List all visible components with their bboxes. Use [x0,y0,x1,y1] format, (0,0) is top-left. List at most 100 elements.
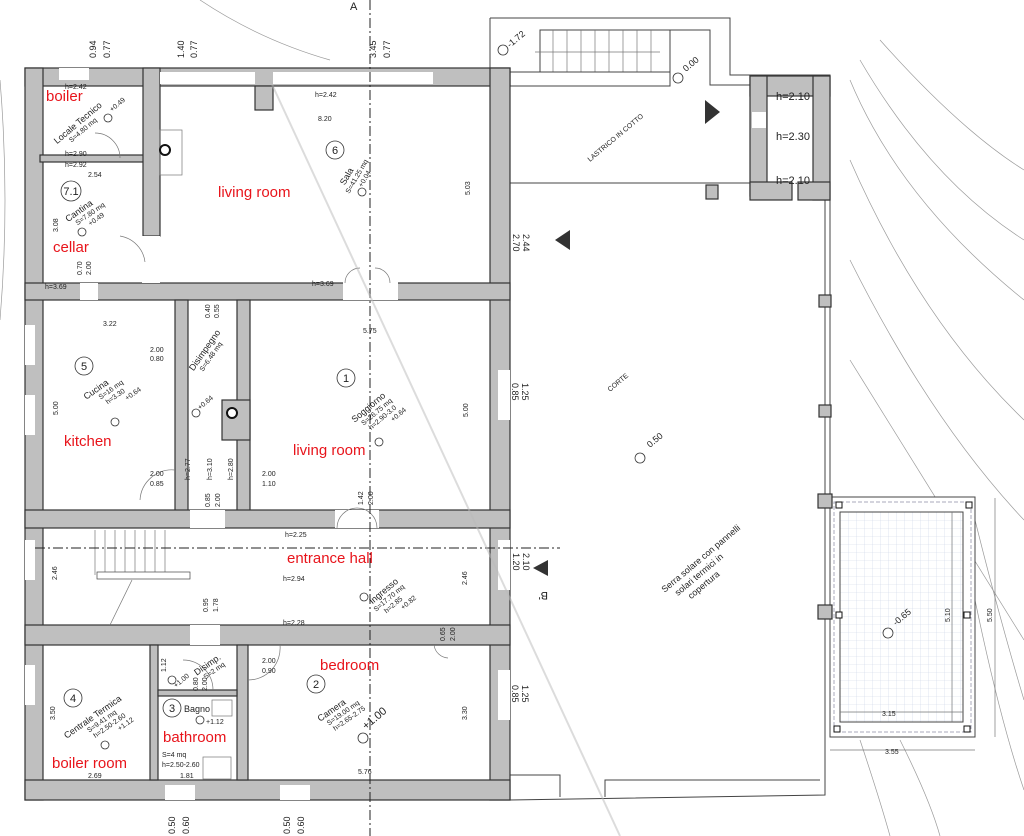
svg-text:2.00: 2.00 [215,493,222,507]
svg-text:cellar: cellar [53,239,89,256]
bottom-dimensions: 0.50 0.60 0.50 0.60 [167,816,306,834]
room-numbers: 6 7.1 5 1 4 3 2 [60,140,356,718]
svg-text:0.85: 0.85 [510,685,520,703]
svg-text:boiler: boiler [46,88,83,105]
door-swings [94,132,449,691]
svg-text:5.10: 5.10 [945,608,952,622]
svg-text:3.45: 3.45 [368,40,378,58]
svg-text:3.50: 3.50 [50,706,57,720]
svg-text:2.70: 2.70 [511,234,521,252]
svg-text:0.94: 0.94 [88,40,98,58]
svg-text:LASTRICO IN COTTO: LASTRICO IN COTTO [587,113,646,164]
svg-text:2.00: 2.00 [262,658,276,665]
svg-text:4: 4 [70,693,76,705]
svg-text:0.85: 0.85 [150,481,164,488]
svg-text:h=3.69: h=3.69 [45,284,67,291]
svg-text:h=2.80: h=2.80 [228,458,235,480]
svg-text:h=2.90: h=2.90 [65,151,87,158]
svg-text:h=2.28: h=2.28 [283,620,305,627]
svg-text:entrance hall: entrance hall [287,550,373,567]
svg-text:+0.64: +0.64 [197,395,215,412]
dimension-labels: h=2.42 h=2.42 h=2.90 h=2.92 h=3.69 h=3.6… [45,84,472,780]
svg-text:kitchen: kitchen [64,433,112,450]
svg-text:2.00: 2.00 [150,471,164,478]
svg-text:3.08: 3.08 [53,218,60,232]
svg-text:+1.00: +1.00 [173,673,191,690]
svg-text:0.95: 0.95 [203,598,210,612]
svg-text:2.00: 2.00 [450,627,457,641]
svg-text:1.78: 1.78 [213,598,220,612]
svg-text:h=2.92: h=2.92 [65,162,87,169]
svg-text:0.80: 0.80 [193,677,200,691]
svg-text:living room: living room [218,184,291,201]
svg-text:0.50: 0.50 [645,431,665,450]
svg-text:h=2.42: h=2.42 [65,84,87,91]
svg-text:5.50: 5.50 [987,608,994,622]
svg-text:5.03: 5.03 [465,181,472,195]
svg-text:0.60: 0.60 [296,816,306,834]
svg-text:0.55: 0.55 [214,304,221,318]
svg-text:2.46: 2.46 [52,566,59,580]
svg-text:3.55: 3.55 [885,749,899,756]
svg-text:2.10: 2.10 [521,553,531,571]
svg-text:5.76: 5.76 [358,769,372,776]
svg-text:3: 3 [169,703,175,715]
svg-text:h=2.30: h=2.30 [776,131,810,143]
svg-text:6: 6 [332,145,338,157]
svg-text:2.44: 2.44 [521,234,531,252]
section-arrow-icons [533,100,720,576]
svg-text:h=2.10: h=2.10 [776,175,810,187]
svg-text:h=2.10: h=2.10 [776,91,810,103]
svg-text:5: 5 [81,361,87,373]
section-mark-a: A [350,1,358,13]
svg-text:2.69: 2.69 [88,773,102,780]
svg-text:0.77: 0.77 [189,40,199,58]
svg-text:bedroom: bedroom [320,657,379,674]
bagno-area: S=4 mq [162,752,186,759]
svg-text:3.30: 3.30 [462,706,469,720]
exterior-stair [504,29,671,87]
svg-text:1.25: 1.25 [520,685,530,703]
svg-text:7.1: 7.1 [63,186,78,198]
svg-text:1.81: 1.81 [180,773,194,780]
svg-text:0.00: 0.00 [681,55,701,74]
svg-text:1.40: 1.40 [176,40,186,58]
svg-text:8.20: 8.20 [318,116,332,123]
bagno-elev: +1.12 [206,719,224,726]
bathroom-fixtures [202,699,233,780]
svg-text:h=2.94: h=2.94 [283,576,305,583]
svg-text:0.40: 0.40 [205,304,212,318]
svg-text:0.50: 0.50 [282,816,292,834]
interior-stair [94,530,191,626]
svg-text:boiler room: boiler room [52,755,127,772]
svg-text:1.10: 1.10 [262,481,276,488]
building-walls [24,67,511,801]
elevation-marker-icons [77,44,894,750]
bagno-height: h=2.50-2.60 [162,762,200,769]
svg-text:h=3.69: h=3.69 [312,281,334,288]
english-room-labels: boiler cellar living room kitchen living… [46,88,379,772]
svg-text:2.00: 2.00 [150,347,164,354]
svg-text:+0.49: +0.49 [109,97,127,114]
svg-text:3.22: 3.22 [103,321,117,328]
svg-text:1.12: 1.12 [161,658,168,672]
svg-text:1.42: 1.42 [358,491,365,505]
svg-text:-1.72: -1.72 [505,29,527,50]
svg-text:3.15: 3.15 [882,711,896,718]
top-dimensions: 0.94 0.77 1.40 0.77 3.45 0.77 [88,40,392,58]
svg-text:1.20: 1.20 [511,553,521,571]
svg-text:5.75: 5.75 [363,328,377,335]
svg-text:2.00: 2.00 [368,491,375,505]
svg-text:2.00: 2.00 [262,471,276,478]
annex-walls [705,75,831,201]
section-mark-b: B' [539,589,548,601]
svg-text:h=2.25: h=2.25 [285,532,307,539]
svg-text:0.85: 0.85 [205,493,212,507]
svg-text:2.54: 2.54 [88,172,102,179]
svg-text:1.25: 1.25 [520,383,530,401]
bagno-name: Bagno [184,704,210,714]
svg-text:2: 2 [313,679,319,691]
svg-text:h=2.77: h=2.77 [185,458,192,480]
svg-text:2.00: 2.00 [86,261,93,275]
paper-fold [269,79,621,836]
